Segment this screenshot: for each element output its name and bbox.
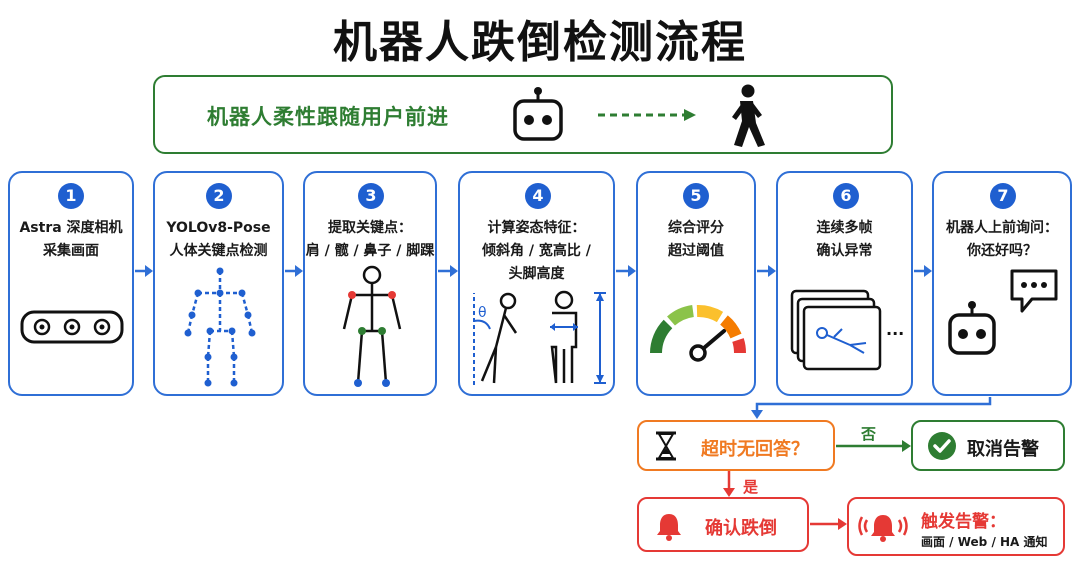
step-number: 4 [525,183,551,209]
step-card-7: 7 机器人上前询问： 你还好吗？ [932,171,1072,396]
depth-camera-icon [20,310,124,344]
decision-text: 超时无回答？ [701,439,809,460]
check-circle-icon [928,432,956,460]
aspect-ratio-figure [550,290,606,384]
step-card-5: 5 综合评分 超过阈值 [636,171,756,396]
more-frames-ellipsis: ... [886,320,904,339]
step-card-3: 3 提取关键点： 肩 / 髋 / 鼻子 / 脚踝 [303,171,437,396]
confirm-fall-box: 确认跌倒 [637,497,809,552]
step-line: YOLOv8-Pose [166,220,271,236]
yes-branch-label: 是 [743,478,759,496]
ringing-bell-icon [858,515,908,542]
step-line: 确认异常 [816,243,873,259]
step-line: 提取关键点： [328,220,412,236]
multi-frame-icon: ... [790,289,904,371]
step-line: 你还好吗？ [967,243,1037,259]
step-line: Astra 深度相机 [19,220,123,236]
step-text: 连续多帧 确认异常 [778,217,911,263]
step-line: 计算姿态特征： [487,220,586,236]
step-line: 机器人上前询问： [946,220,1058,236]
step-text: 机器人上前询问： 你还好吗？ [934,217,1070,263]
step-card-2: 2 YOLOv8-Pose 人体关键点检测 [153,171,284,396]
step-number: 6 [833,183,859,209]
step-line: 肩 / 髋 / 鼻子 / 脚踝 [305,243,435,259]
page-title: 机器人跌倒检测流程 [333,17,747,68]
trigger-alarm-box: 触发告警： 画面 / Web / HA 通知 [847,497,1065,556]
theta-label: θ [478,305,487,321]
alarm-sub: 画面 / Web / HA 通知 [921,535,1048,549]
tilt-angle-figure: θ [473,292,518,385]
step-card-6: 6 连续多帧 确认异常 ... [776,171,913,396]
confirm-text: 确认跌倒 [705,518,777,539]
hourglass-icon [656,431,676,461]
step-card-4: 4 计算姿态特征： 倾斜角 / 宽高比 / 头脚高度 θ [458,171,615,396]
score-gauge-icon [650,305,746,362]
step-number: 2 [206,183,232,209]
step-number: 5 [683,183,709,209]
step-number: 3 [358,183,384,209]
step-text: 计算姿态特征： 倾斜角 / 宽高比 / 头脚高度 [460,217,613,286]
step-line: 人体关键点检测 [169,243,268,259]
cancel-alarm-box: 取消告警 [911,420,1065,471]
follow-text: 机器人柔性跟随用户前进 [207,105,449,129]
pose-skeleton-icon [184,267,256,387]
step-card-1: 1 Astra 深度相机 采集画面 [8,171,134,396]
follow-box: 机器人柔性跟随用户前进 [153,75,893,154]
alarm-title: 触发告警： [921,512,1006,532]
timeout-decision-box: 超时无回答？ [637,420,835,471]
speech-bubble-icon [1010,269,1058,313]
follow-arrow [598,109,696,121]
step-text: YOLOv8-Pose 人体关键点检测 [155,217,282,263]
robot-ask-icon [948,301,996,355]
step-number: 7 [990,183,1016,209]
step-number: 1 [58,183,84,209]
cancel-text: 取消告警 [967,439,1039,460]
step-line: 头脚高度 [508,266,565,282]
step-line: 超过阈值 [668,243,724,259]
step-text: Astra 深度相机 采集画面 [10,217,132,263]
walking-person-icon [732,84,765,147]
keypoint-figure-icon [342,265,402,387]
step-line: 综合评分 [668,220,724,236]
step-text: 综合评分 超过阈值 [638,217,754,263]
robot-icon [513,87,563,141]
step-line: 连续多帧 [816,220,873,236]
step-line: 倾斜角 / 宽高比 / [482,243,591,259]
step-line: 采集画面 [43,243,99,259]
no-branch-label: 否 [861,425,877,443]
step-text: 提取关键点： 肩 / 髋 / 鼻子 / 脚踝 [305,217,435,263]
bell-icon [657,514,681,541]
